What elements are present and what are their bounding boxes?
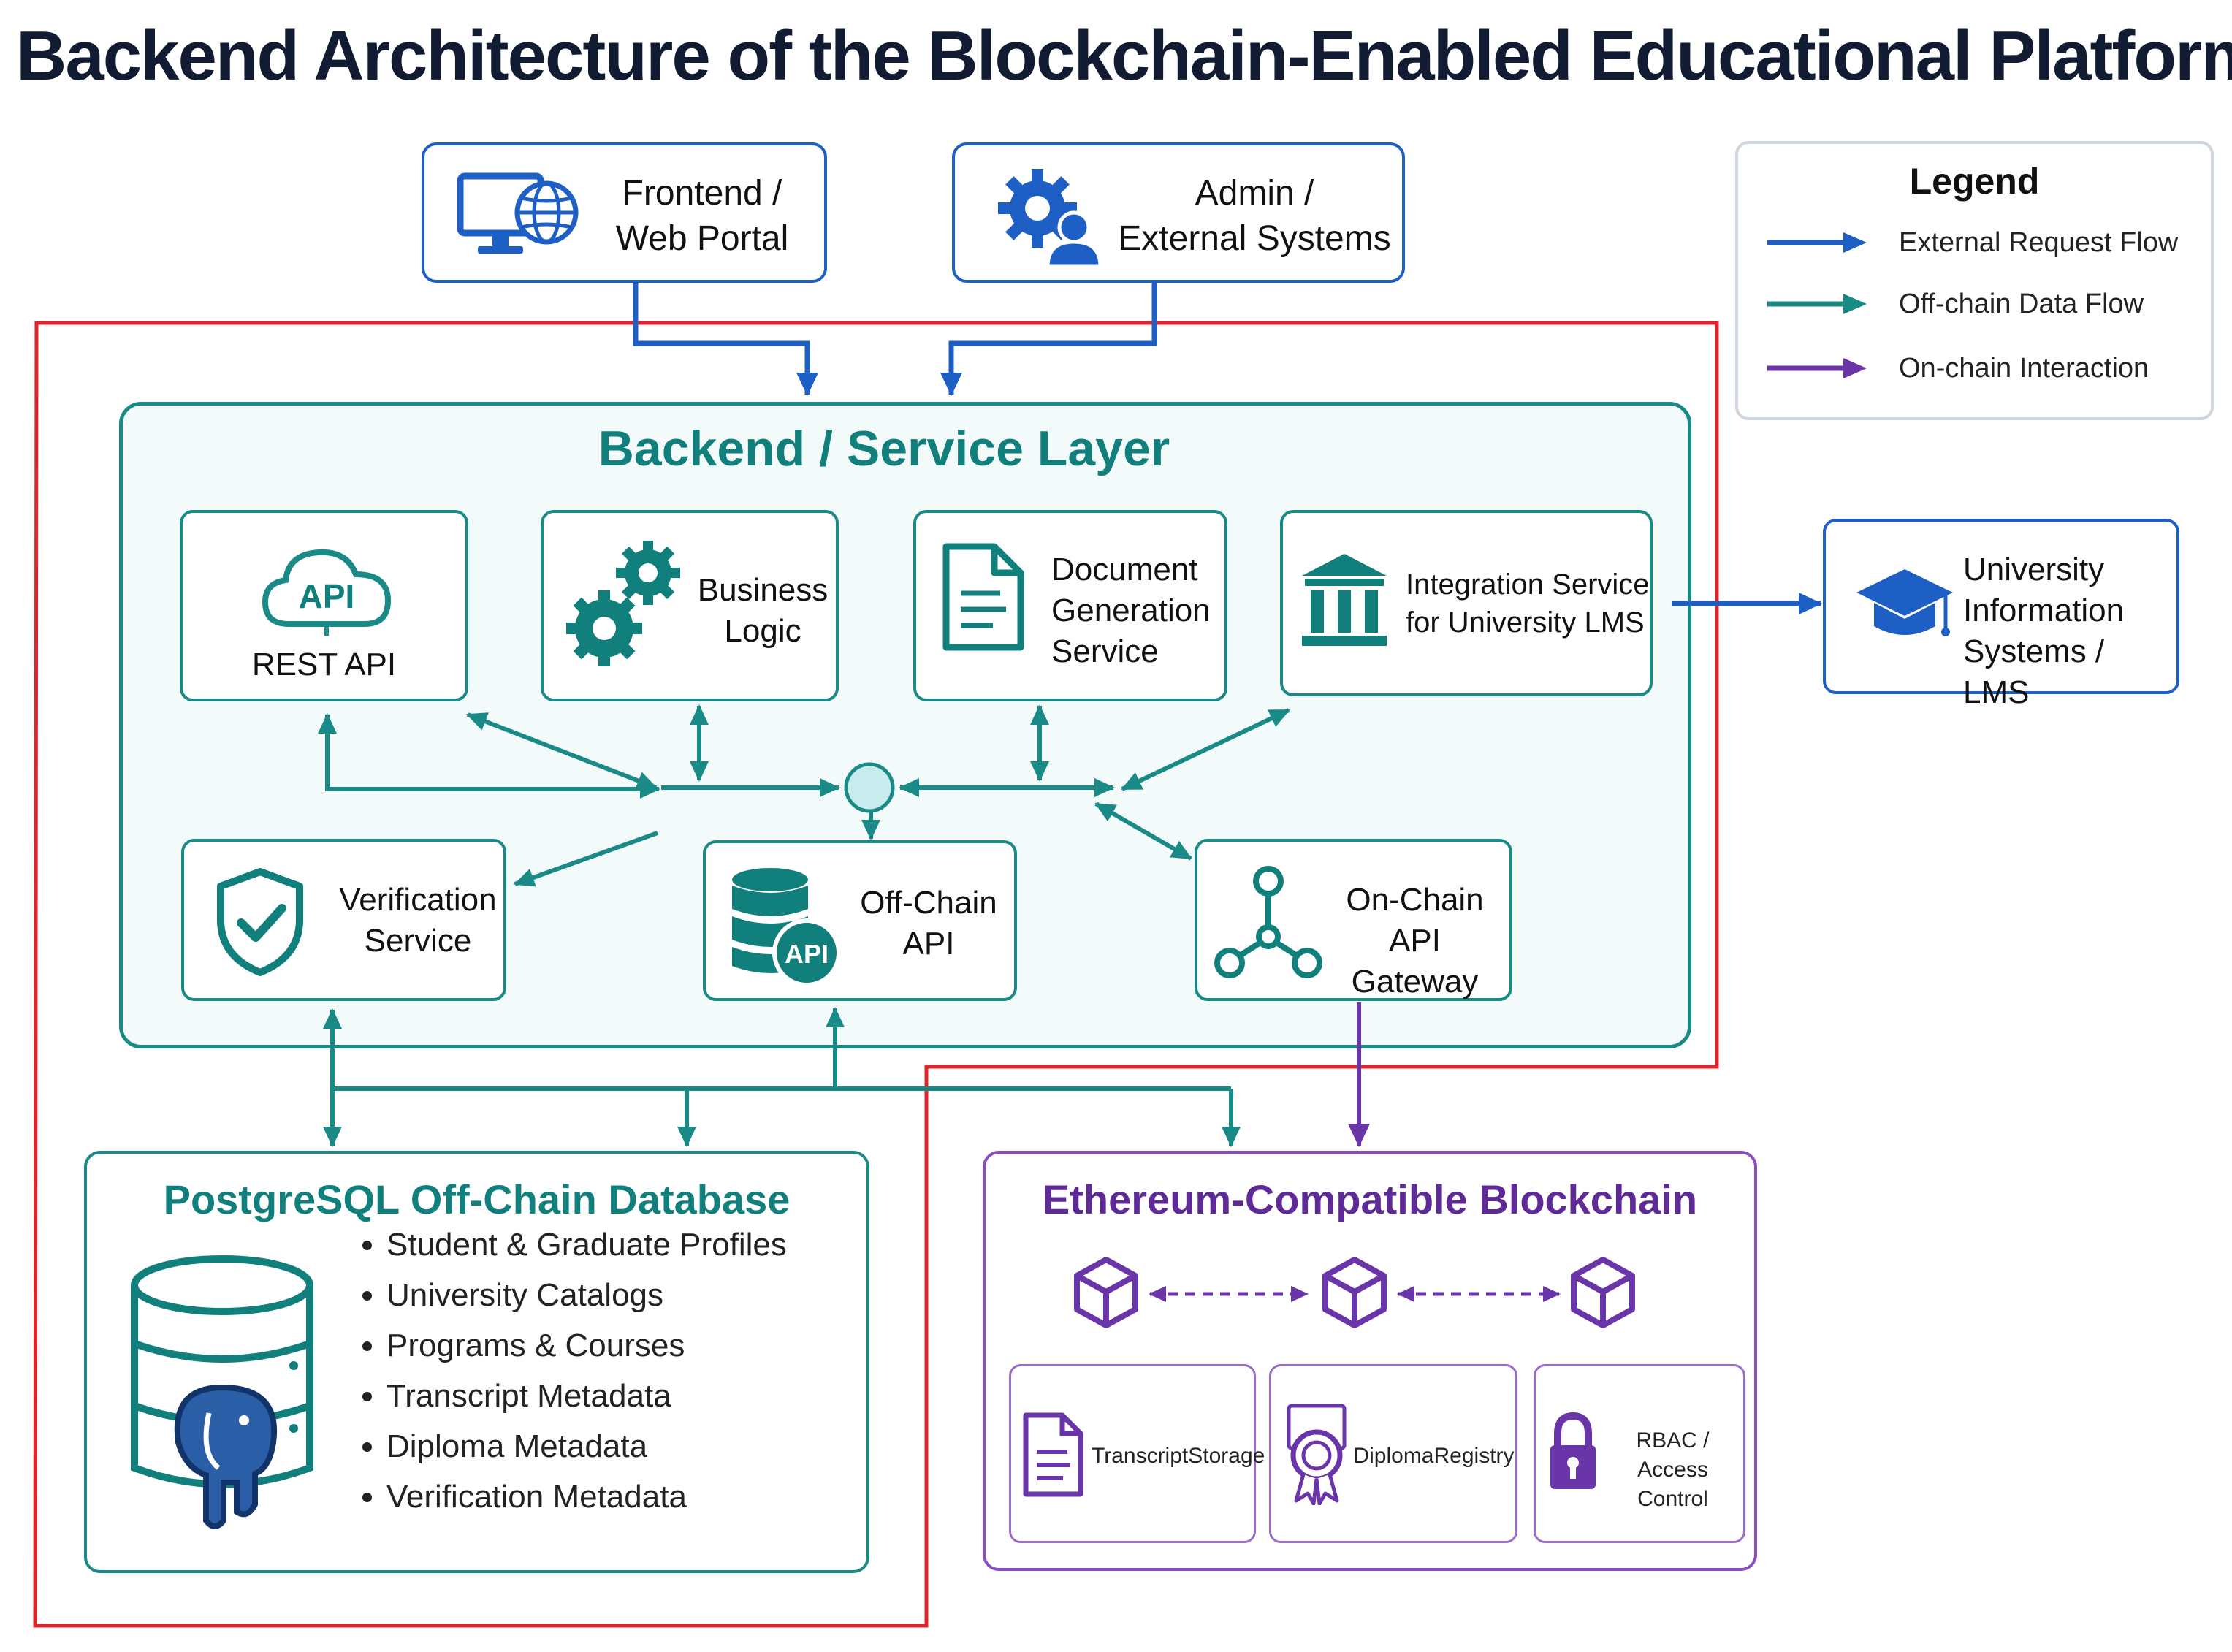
onchain-gateway-box: On-Chain API Gateway	[1195, 839, 1512, 1001]
rbac-line1: RBAC /	[1636, 1428, 1710, 1453]
rest-api-box: API REST API	[180, 510, 468, 701]
document-icon	[1023, 1412, 1083, 1497]
onchain-gateway-line1: On-Chain	[1346, 882, 1484, 918]
university-line3: Systems / LMS	[1963, 633, 2105, 710]
backend-layer-title: Backend / Service Layer	[598, 421, 1170, 476]
verification-line2: Service	[364, 923, 472, 959]
database-item: Student & Graduate Profiles	[386, 1219, 787, 1270]
integration-line2: for University LMS	[1406, 606, 1645, 639]
verification-link	[514, 831, 659, 887]
database-item: Transcript Metadata	[386, 1371, 787, 1421]
integration-service-box: Integration Service for University LMS	[1280, 510, 1653, 696]
network-nodes-icon	[1214, 866, 1322, 978]
transcript-storage-label: TranscriptStorage	[1092, 1444, 1265, 1468]
onchain-gateway-line2: API Gateway	[1351, 923, 1479, 1000]
page-title: Backend Architecture of the Blockchain-E…	[16, 17, 2232, 95]
postgresql-database-box: PostgreSQL Off-Chain Database Student & …	[84, 1151, 869, 1573]
rbac-line2: Access Control	[1637, 1458, 1708, 1511]
gear-person-icon	[998, 169, 1102, 268]
rbac-access-control-box: RBAC / Access Control	[1534, 1364, 1745, 1543]
api-cloud-icon: API	[262, 549, 392, 636]
purple-arrow-icon	[1767, 358, 1867, 378]
document-generation-line1: Document	[1051, 552, 1198, 587]
frontend-label-line2: Web Portal	[615, 219, 789, 258]
legend-item-onchain: On-chain Interaction	[1767, 350, 2149, 387]
document-generation-line2: Generation	[1051, 593, 1211, 628]
database-api-icon: API	[732, 868, 841, 987]
business-logic-line2: Logic	[724, 613, 801, 649]
block-chain-row	[1074, 1257, 1635, 1328]
rest-api-diagonal	[466, 712, 658, 790]
legend-item-external: External Request Flow	[1767, 224, 2178, 261]
admin-label-line1: Admin /	[1195, 174, 1314, 213]
integration-line1: Integration Service	[1406, 568, 1650, 601]
blockchain-title: Ethereum-Compatible Blockchain	[1042, 1176, 1698, 1222]
verification-line1: Verification	[339, 882, 497, 918]
document-generation-box: Document Generation Service	[913, 510, 1227, 701]
integration-link	[1121, 708, 1290, 791]
api-cloud-text: API	[299, 577, 355, 615]
blue-arrow-icon	[1767, 232, 1867, 253]
transcript-storage-box: TranscriptStorage	[1009, 1364, 1265, 1543]
admin-label-line2: External Systems	[1118, 219, 1391, 258]
database-item: Programs & Courses	[386, 1320, 787, 1371]
business-logic-line1: Business	[697, 572, 829, 608]
university-lms-box: University Information Systems / LMS	[1823, 519, 2179, 710]
diploma-registry-box: DiplomaRegistry	[1269, 1364, 1517, 1543]
frontend-web-portal-box: Frontend / Web Portal	[422, 142, 827, 283]
monitor-globe-icon	[457, 172, 579, 254]
gateway-link	[1094, 802, 1192, 861]
lock-icon	[1550, 1412, 1596, 1489]
blockchain-box: Ethereum-Compatible Blockchain Transcrip…	[983, 1151, 1757, 1571]
offchain-api-line2: API	[902, 926, 955, 962]
database-item: Diploma Metadata	[386, 1421, 787, 1472]
legend-label-onchain: On-chain Interaction	[1899, 352, 2149, 384]
legend-box: Legend External Request Flow Off-chain D…	[1735, 141, 2214, 420]
offchain-api-box: API Off-Chain API	[703, 840, 1017, 1001]
database-title: PostgreSQL Off-Chain Database	[163, 1176, 791, 1222]
university-line2: Information	[1963, 593, 2125, 628]
document-icon	[942, 543, 1024, 651]
database-item: Verification Metadata	[386, 1472, 787, 1522]
diploma-registry-label: DiplomaRegistry	[1353, 1444, 1515, 1468]
document-generation-line3: Service	[1051, 633, 1159, 669]
award-ribbon-icon	[1287, 1404, 1347, 1505]
verification-service-box: Verification Service	[181, 839, 506, 1001]
legend-title: Legend	[1909, 161, 2040, 202]
teal-arrow-icon	[1767, 294, 1867, 314]
offchain-api-line1: Off-Chain	[860, 885, 997, 921]
admin-external-systems-box: Admin / External Systems	[952, 142, 1405, 283]
university-line1: University	[1963, 552, 2105, 587]
cube-icon	[1074, 1257, 1138, 1328]
frontend-to-backend-arrow	[633, 283, 818, 396]
frontend-label-line1: Frontend /	[622, 174, 782, 213]
central-hub-node	[844, 762, 895, 813]
admin-to-backend-arrow	[940, 283, 1157, 396]
graduation-cap-icon	[1856, 569, 1953, 636]
business-logic-box: Business Logic	[541, 510, 839, 701]
boundary-outline	[33, 321, 1719, 1628]
shield-check-icon	[217, 868, 303, 976]
cube-icon	[1571, 1257, 1635, 1328]
university-building-icon	[1302, 554, 1387, 646]
rest-api-label: REST API	[251, 647, 397, 682]
legend-label-offchain: Off-chain Data Flow	[1899, 288, 2144, 319]
gears-icon	[566, 541, 680, 666]
legend-label-external: External Request Flow	[1899, 227, 2179, 258]
cube-icon	[1322, 1257, 1387, 1328]
database-elephant-icon	[131, 1255, 313, 1529]
legend-item-offchain: Off-chain Data Flow	[1767, 286, 2144, 322]
offchain-api-icon-text: API	[785, 939, 829, 969]
database-item: University Catalogs	[386, 1270, 787, 1320]
